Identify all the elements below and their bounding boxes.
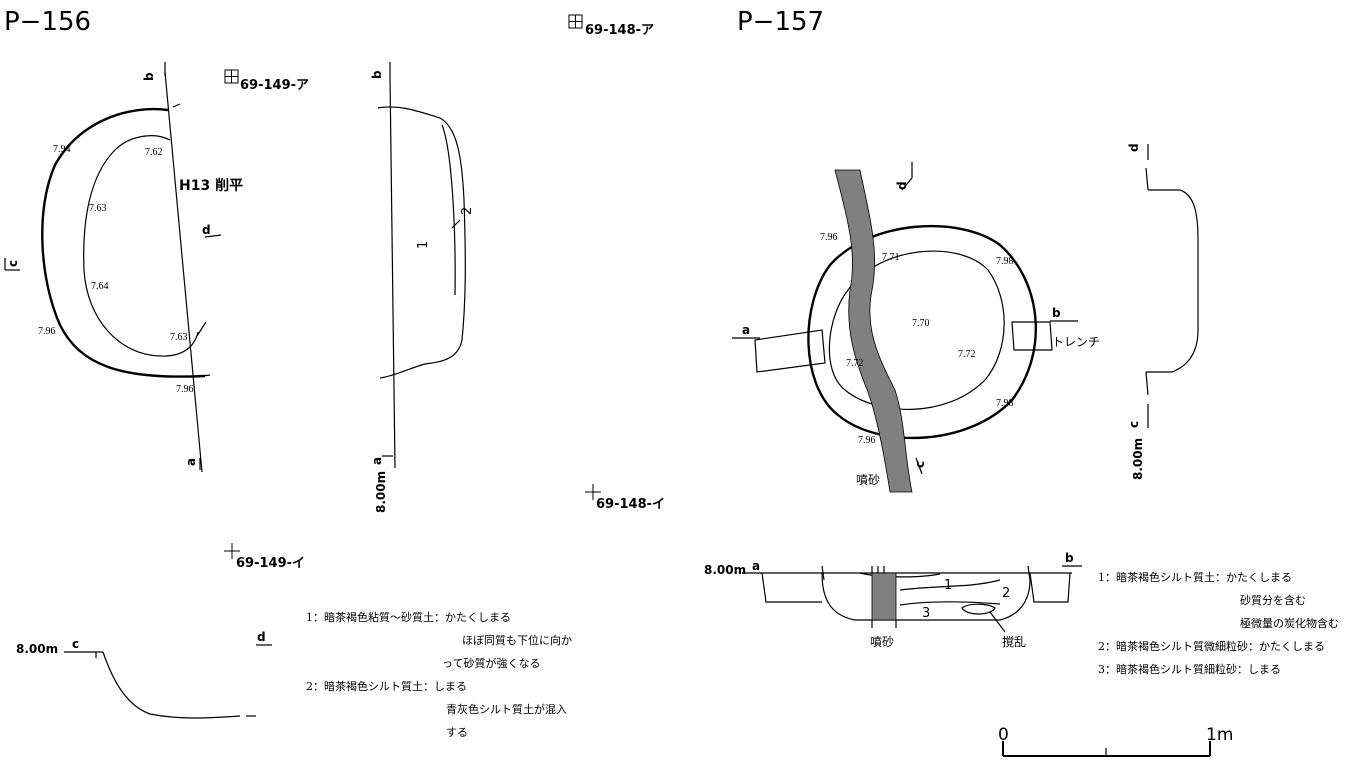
p156-sec-point-d: d [257,630,266,644]
p157-elev-3: 7.98 [996,256,1014,267]
p156-sec-datum: 8.00m [374,471,388,513]
p156-legend-1: 1：暗茶褐色粘質～砂質土：かたくしまる [306,610,511,624]
p156-legend-3: って砂質が強くなる [442,656,540,670]
p156-legend-6: する [446,726,468,739]
p157-layer-3: 3 [922,606,930,621]
p156-layer-2: 2 [460,207,475,215]
p157-point-b: b [1052,306,1061,320]
p156-plan [4,62,222,473]
p157-section-ab [742,565,1082,633]
p156-sec-point-b: b [370,70,384,79]
p157-elev-1: 7.96 [820,232,838,243]
p157-sec-point-a: a [752,559,760,573]
grid-square-icon [224,69,239,84]
p157-grid-a: 69-148-ア [585,23,654,38]
p157-legend-2: 砂質分を含む [1240,593,1306,607]
p157-legend-5: 3：暗茶褐色シルト質細粒砂：しまる [1098,662,1281,676]
p157-elev-4: 7.70 [912,318,930,329]
p157-sec-point-b: b [1065,551,1074,565]
grid-cross-icon [585,484,601,500]
p156-datum: 8.00m [16,642,58,656]
p156-elev-4: 7.64 [91,281,109,292]
p156-section-cd [64,644,272,719]
p156-legend-5: 青灰色シルト質土が混入 [446,702,567,716]
p157-sec-point-d: d [1127,143,1141,152]
p157-legend-1: 1：暗茶褐色シルト質土：かたくしまる [1098,570,1292,584]
scale-bar [1002,741,1211,757]
p156-section-ba [377,62,466,469]
p156-title: P−156 [4,7,91,37]
p157-trench: トレンチ [1052,335,1100,349]
scale-one: 1m [1206,725,1233,745]
p156-elev-5: 7.96 [38,326,56,337]
p157-elev-8: 7.96 [858,435,876,446]
p157-grid-i: 69-148-イ [596,497,665,512]
p157-section-dc [1145,144,1199,428]
p156-elev-1: 7.94 [53,144,71,155]
p157-elev-2: 7.71 [882,252,900,263]
p157-elev-6: 7.72 [958,349,976,360]
p156-elev-3: 7.63 [89,203,107,214]
grid-cross-icon [224,543,240,559]
p156-legend-2: ほぼ同質も下位に向か [462,633,572,647]
p156-grid-i: 69-149-イ [236,556,305,571]
p156-elev-7: 7.96 [176,384,194,395]
p157-layer-2: 2 [1002,586,1010,601]
p157-legend-3: 極微量の炭化物含む [1240,616,1339,630]
grid-square-icon [568,14,583,29]
p157-point-d: d [895,181,909,190]
p156-sec-point-c: c [72,637,79,651]
p156-point-d: d [202,223,211,237]
p156-note: H13 削平 [179,177,243,194]
p157-point-c: c [913,461,927,468]
p157-plan [732,162,1078,493]
p157-sec-point-c: c [1127,421,1141,428]
scale-zero: 0 [998,725,1009,745]
p156-grid-a: 69-149-ア [240,78,309,93]
p156-legend-4: 2：暗茶褐色シルト質土：しまる [306,679,467,693]
p156-point-c: c [6,260,20,267]
sand-vein [834,169,913,493]
p157-section-sand: 噴砂 [870,635,894,649]
p157-sand: 噴砂 [856,473,880,487]
p156-layer-1: 1 [416,241,431,249]
p157-datum: 8.00m [704,563,746,577]
p156-sec-point-a: a [370,457,384,465]
p156-point-a: a [184,458,198,466]
p157-layer-1: 1 [944,578,952,593]
p156-elev-6: 7.63 [170,332,188,343]
p157-sec-datum: 8.00m [1131,438,1145,480]
p157-elev-7: 7.98 [996,398,1014,409]
p156-elev-2: 7.62 [145,147,163,158]
p157-title: P−157 [737,7,824,37]
p157-disturb: 撹乱 [1002,635,1026,649]
p156-point-b: b [142,72,156,81]
p157-elev-5: 7.72 [846,358,864,369]
p157-legend-4: 2：暗茶褐色シルト質微細粒砂：かたくしまる [1098,639,1325,653]
p157-point-a: a [742,323,750,337]
